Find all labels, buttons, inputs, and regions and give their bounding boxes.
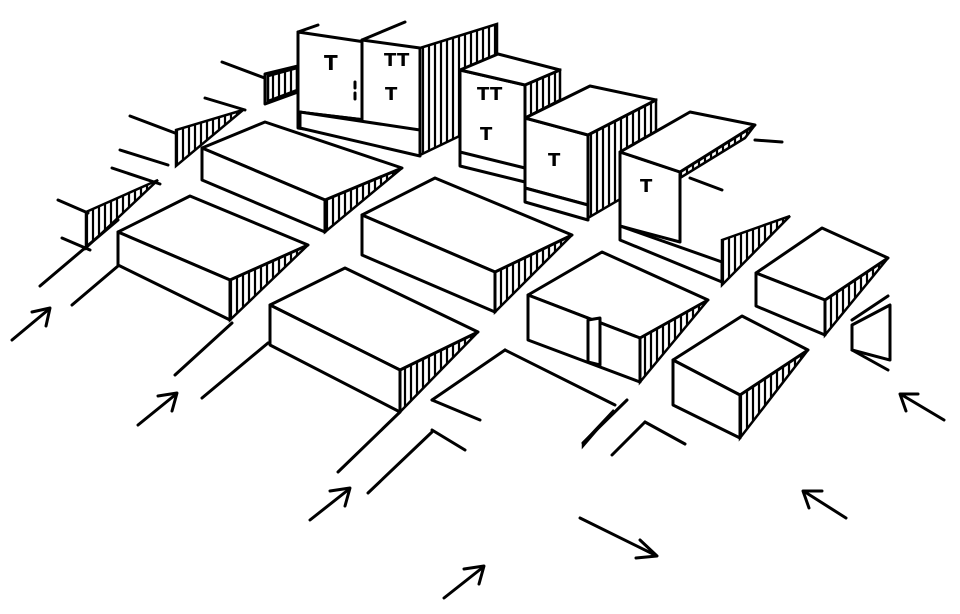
tall-building-4: T xyxy=(523,84,658,222)
low-block-8 xyxy=(850,303,892,362)
sliver-mid-left xyxy=(174,108,244,169)
tall-building-3: T T T xyxy=(458,52,562,184)
arrow-icon xyxy=(578,516,659,560)
window-glyph: T xyxy=(477,84,490,105)
low-block-2 xyxy=(116,194,310,323)
low-block-3 xyxy=(360,176,574,316)
arrow-icon xyxy=(801,489,848,520)
arrow-icon xyxy=(898,392,946,422)
low-block-1 xyxy=(200,120,404,235)
low-block-4 xyxy=(268,266,480,416)
arrow-icon xyxy=(136,391,179,427)
tall-building-5: T xyxy=(618,110,791,289)
window-glyph: T xyxy=(397,50,410,71)
window-glyph: T xyxy=(480,124,493,145)
arrow-icon xyxy=(10,306,52,342)
sliver-bottom xyxy=(581,409,615,450)
window-glyph: T xyxy=(385,84,398,105)
low-block-6 xyxy=(754,226,890,339)
arrow-icon xyxy=(442,564,486,600)
wind-arrows xyxy=(10,306,946,600)
window-glyph: T xyxy=(640,176,653,197)
window-glyph: T xyxy=(384,50,397,71)
sliver-far-left xyxy=(84,178,159,251)
window-glyph: T xyxy=(490,84,503,105)
window-glyph: T xyxy=(324,51,338,75)
low-block-5 xyxy=(526,250,710,386)
window-glyph: T xyxy=(548,150,561,171)
arrow-icon xyxy=(308,486,352,522)
low-block-7 xyxy=(671,314,810,442)
